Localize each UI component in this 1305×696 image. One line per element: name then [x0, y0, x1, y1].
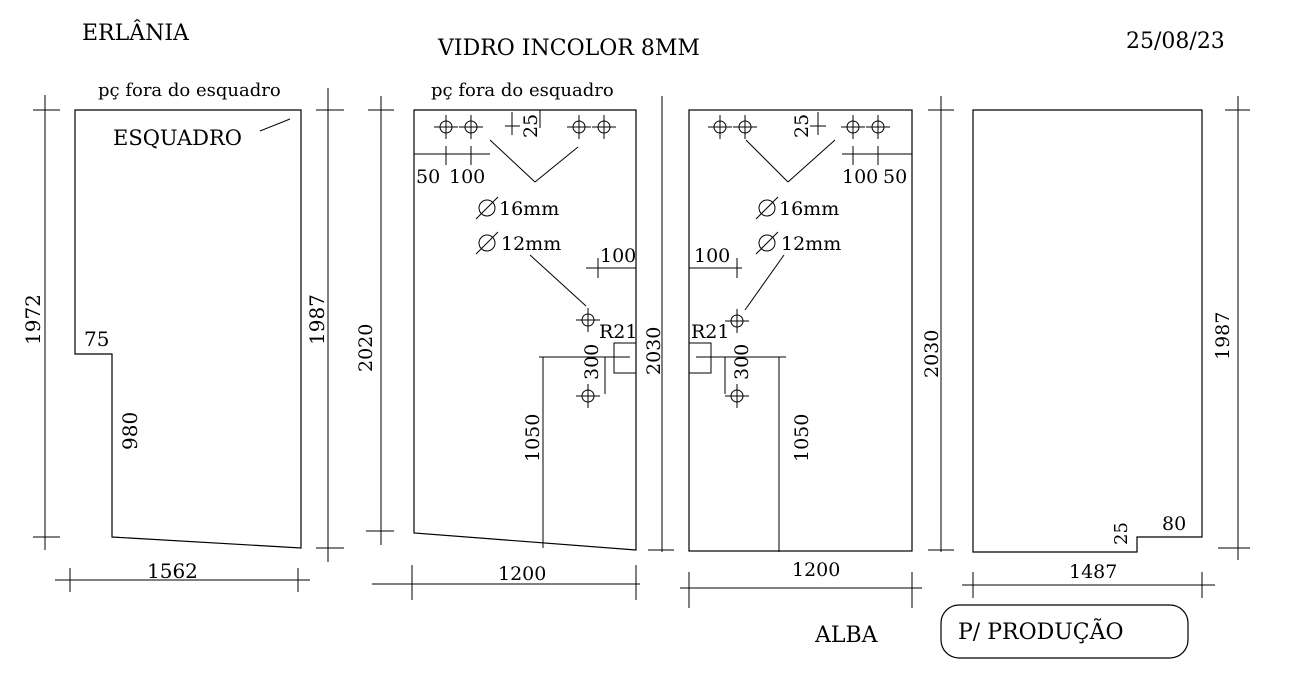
- dim-1050-label: 1050: [791, 414, 813, 462]
- hole-marker: [592, 115, 616, 139]
- dim-50-label: 50: [416, 166, 440, 188]
- dim-50-label: 50: [883, 166, 907, 188]
- diameter-icon: [475, 231, 499, 255]
- production-stamp-label: P/ PRODUÇÃO: [958, 617, 1124, 645]
- hole-marker: [576, 384, 600, 408]
- client-name: ERLÂNIA: [82, 19, 190, 46]
- hole-16-label: 16mm: [499, 198, 559, 220]
- hole-marker: [733, 115, 757, 139]
- leader-line: [744, 254, 785, 311]
- diameter-icon: [755, 196, 779, 220]
- radius-label: R21: [599, 321, 637, 343]
- notch-width-label: 75: [84, 327, 109, 351]
- panel-3: 25 100 50 16mm 12mm 100 R21 300 2030 105…: [680, 96, 954, 608]
- dim-25-label: 25: [520, 114, 542, 138]
- dim-100-label: 100: [842, 166, 878, 188]
- dim-right-100-label: 100: [600, 245, 636, 267]
- radius-label: R21: [691, 321, 729, 343]
- hole-12-label: 12mm: [501, 233, 561, 255]
- height-right-label: 2030: [643, 327, 665, 375]
- width-label: 1200: [498, 563, 546, 585]
- panel-1-outline: [74, 109, 302, 549]
- leader-line: [489, 139, 536, 183]
- hole-marker: [708, 115, 732, 139]
- dim-25-label: 25: [791, 114, 813, 138]
- notch-height-label: 980: [118, 412, 142, 450]
- width-label: 1200: [792, 559, 840, 581]
- height-right-label: 1987: [1212, 312, 1234, 360]
- dim-300-label: 300: [581, 344, 603, 380]
- panel-2-outline: [413, 109, 637, 551]
- panel-1: pç fora do esquadro ESQUADRO 75 980 1972…: [21, 80, 344, 592]
- width-label: 1487: [1069, 561, 1117, 583]
- hole-16-label: 16mm: [779, 198, 839, 220]
- panel-4: 1987 25 80 1487: [962, 96, 1250, 598]
- drawing-date: 25/08/23: [1126, 29, 1225, 54]
- hole-marker: [725, 384, 749, 408]
- panel-2-note: pç fora do esquadro: [431, 80, 614, 101]
- leader-line: [745, 139, 789, 183]
- panel-2: pç fora do esquadro 25 50 100 16mm 12mm …: [355, 80, 674, 600]
- hole-marker: [576, 308, 600, 332]
- dim-25-label: 25: [1111, 522, 1132, 545]
- leader-line: [529, 254, 587, 307]
- height-right-label: 1987: [305, 294, 329, 345]
- hole-marker: [459, 115, 483, 139]
- height-left-label: 1972: [21, 294, 45, 345]
- dim-80-label: 80: [1162, 513, 1186, 535]
- production-stamp-box: [940, 604, 1189, 659]
- dim-100-label: 100: [449, 166, 485, 188]
- hole-marker: [866, 115, 890, 139]
- hole-12-label: 12mm: [781, 233, 841, 255]
- diameter-icon: [755, 231, 779, 255]
- width-label: 1562: [147, 559, 198, 583]
- diameter-icon: [475, 196, 499, 220]
- dim-left-100-label: 100: [694, 245, 730, 267]
- dim-1050-label: 1050: [522, 414, 544, 462]
- r21-cutout: [613, 342, 637, 374]
- leader-line: [787, 139, 836, 183]
- hole-marker: [567, 115, 591, 139]
- footer-name: ALBA: [814, 623, 879, 648]
- square-label: ESQUADRO: [113, 126, 242, 150]
- panel-1-note: pç fora do esquadro: [98, 80, 281, 101]
- panel-4-outline: [972, 109, 1203, 553]
- height-right-label: 2030: [921, 330, 943, 378]
- height-left-label: 2020: [355, 324, 377, 372]
- hole-marker: [841, 115, 865, 139]
- hole-marker: [725, 309, 749, 333]
- drawing-title: VIDRO INCOLOR 8MM: [437, 36, 700, 61]
- panel-3-outline: [688, 109, 913, 552]
- leader-line: [534, 146, 579, 183]
- hole-marker: [434, 115, 458, 139]
- square-leader: [259, 118, 291, 132]
- r21-cutout: [688, 342, 712, 374]
- dim-300-label: 300: [731, 344, 753, 380]
